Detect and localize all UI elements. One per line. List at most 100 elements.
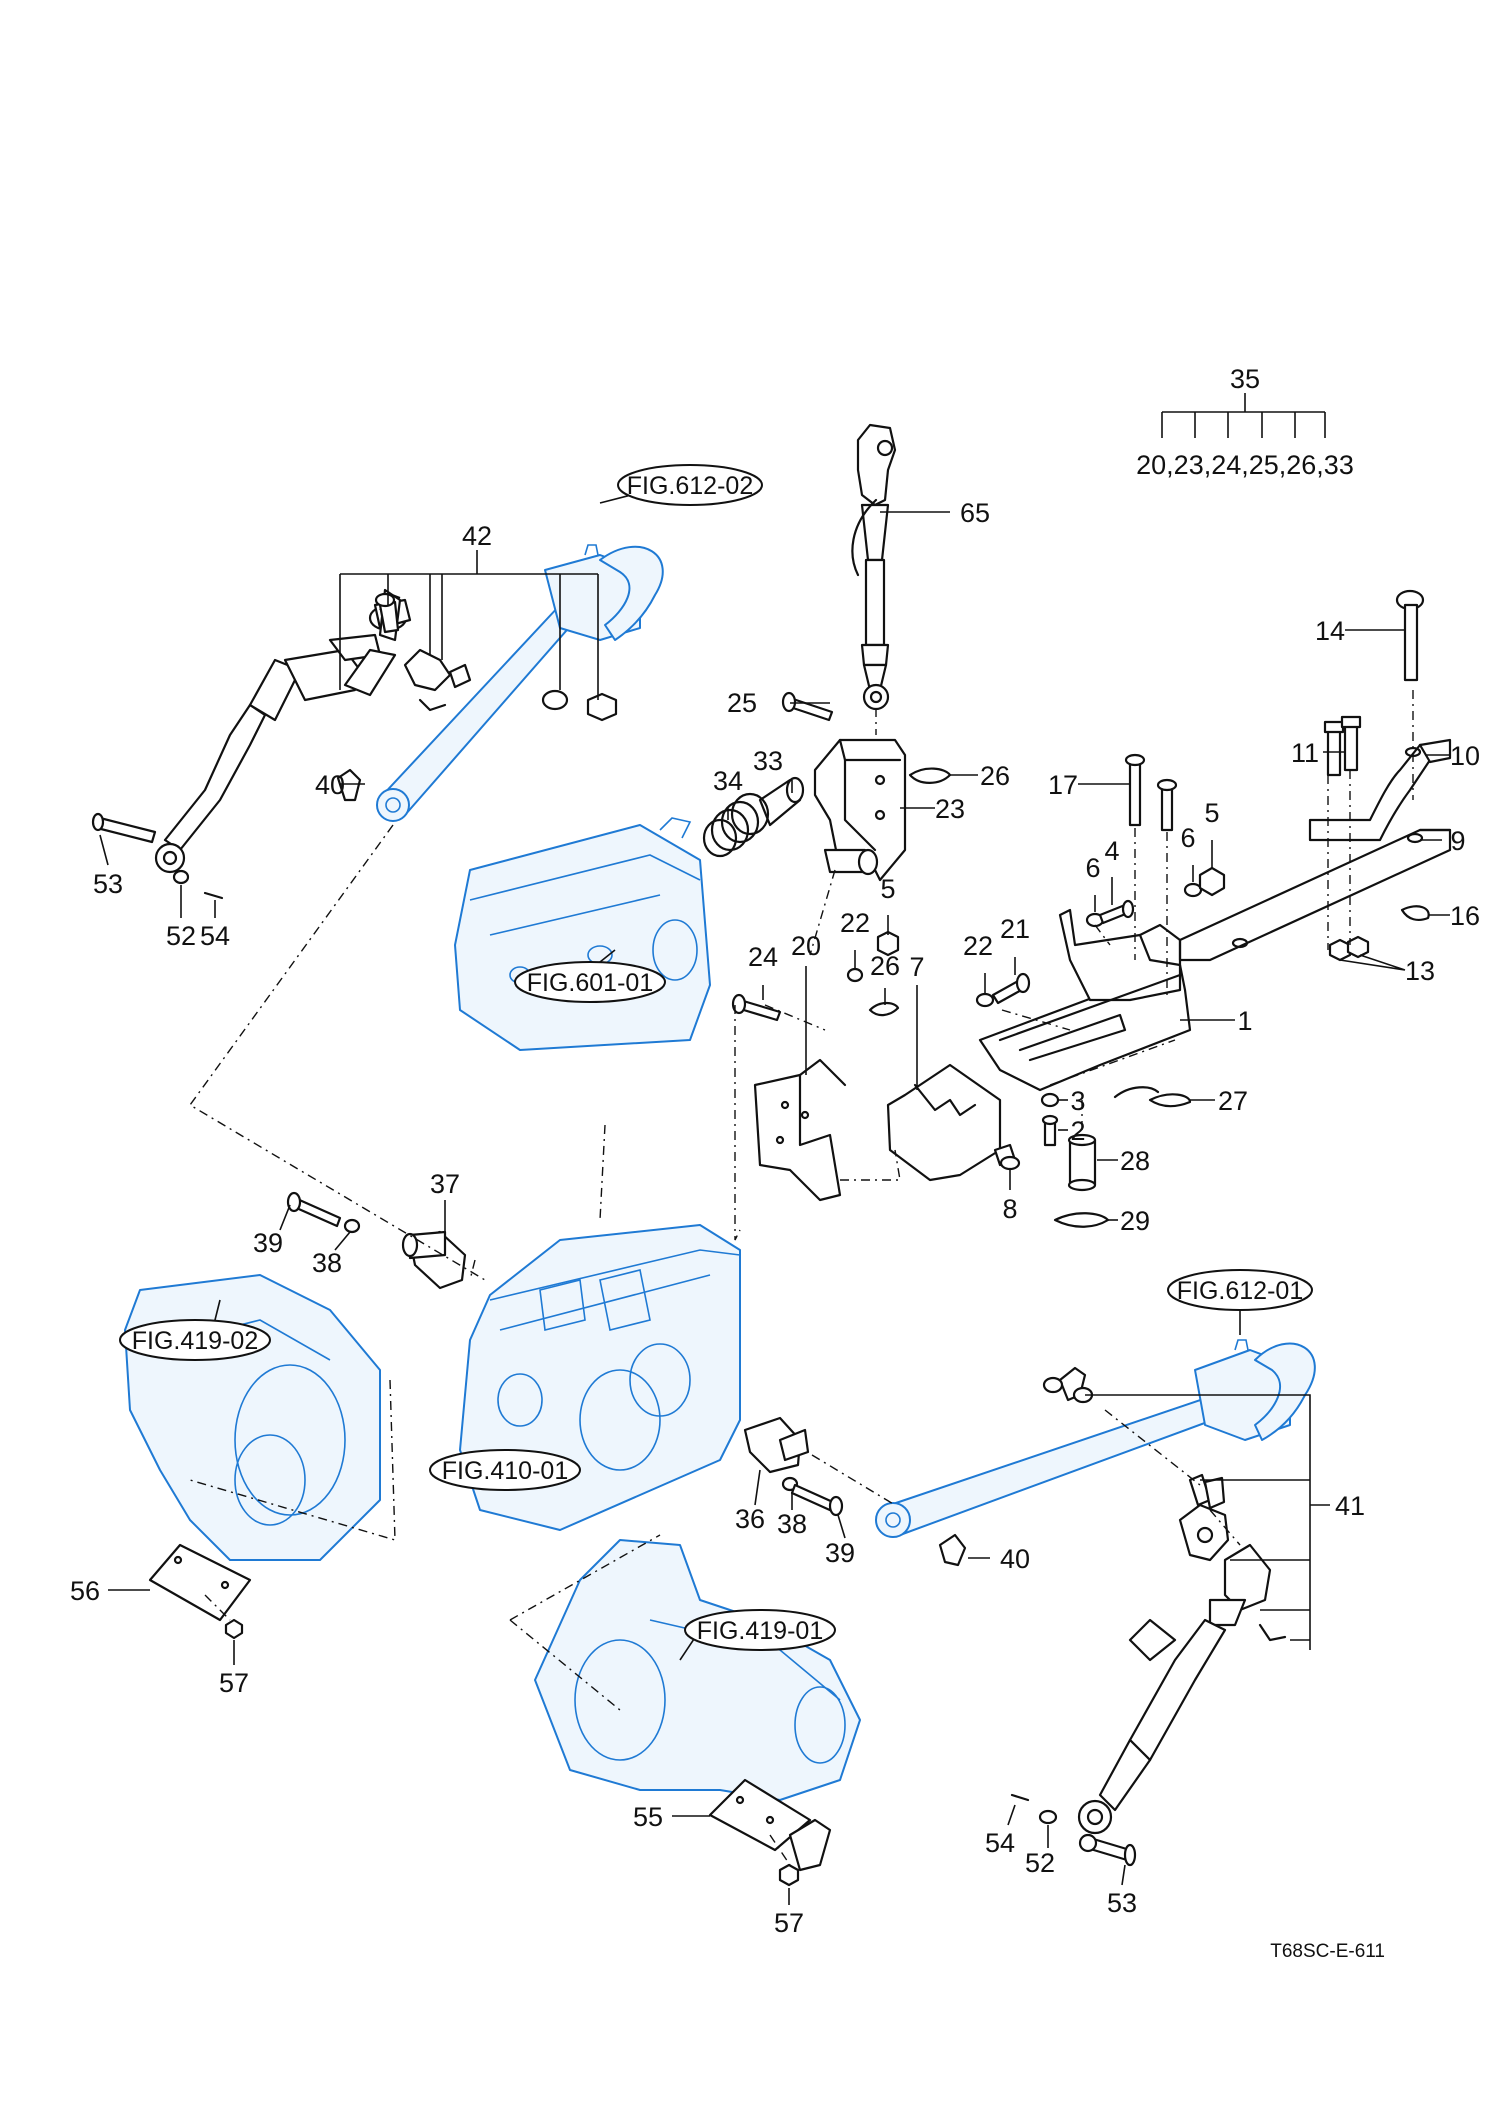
callout-11: 11	[1291, 738, 1319, 768]
top-link-65	[851, 423, 897, 711]
lift-arm-upper-ref	[376, 544, 664, 822]
callout-26-lower: 26	[870, 951, 900, 981]
callout-7: 7	[909, 952, 924, 982]
callout-52-upper: 52	[166, 921, 196, 951]
callout-2: 2	[1070, 1116, 1085, 1146]
pin-54-lower	[1010, 1793, 1030, 1802]
callout-41: 41	[1335, 1491, 1365, 1521]
callout-27: 27	[1218, 1086, 1248, 1116]
callout-26-upper: 26	[980, 761, 1010, 791]
nut-5-a	[1198, 866, 1226, 897]
drawbar-9	[1178, 828, 1452, 962]
sleeve-33	[758, 776, 805, 827]
pin-42-a	[374, 592, 400, 634]
bolt-25	[781, 691, 834, 722]
bolt-39-lower	[790, 1483, 844, 1517]
axle-housing-left-ref	[124, 1274, 381, 1561]
lift-arm-lower-ref	[875, 1339, 1316, 1538]
fig-tag-419-02-label: FIG.419-02	[132, 1327, 258, 1355]
callout-65: 65	[960, 498, 990, 528]
washer-38-upper	[343, 1218, 361, 1234]
bolt-57-left	[224, 1618, 244, 1640]
callout-38-upper: 38	[312, 1248, 342, 1278]
callout-9: 9	[1450, 826, 1465, 856]
drawing-code: T68SC-E-611	[1270, 1941, 1385, 1962]
callout-52-lower: 52	[1025, 1848, 1055, 1878]
callout-6-a: 6	[1085, 853, 1100, 883]
callout-5-a: 5	[1204, 798, 1219, 828]
clip-26-upper	[908, 767, 952, 784]
nuts-13	[1328, 935, 1370, 962]
callout-numbers: 65 42 14 11 10 25 26 33 34 23 17 6 4 6 5…	[70, 498, 1480, 1938]
fig-tag-419-01[interactable]: FIG.419-01	[684, 1609, 836, 1651]
bracket-1	[978, 908, 1192, 1092]
clip-26-lower	[868, 1001, 900, 1017]
fig-tag-419-02[interactable]: FIG.419-02	[119, 1319, 271, 1361]
kit-number: 35	[1230, 364, 1260, 394]
fig-tag-612-02-label: FIG.612-02	[627, 472, 753, 500]
callout-29: 29	[1120, 1206, 1150, 1236]
bolt-21	[991, 972, 1031, 1005]
callout-55: 55	[633, 1802, 663, 1832]
drawbar-plate-10	[1308, 738, 1452, 842]
clip-29	[1053, 1212, 1110, 1228]
bolt-2	[1041, 1114, 1059, 1147]
callout-57-right: 57	[774, 1908, 804, 1938]
bolts-11	[1323, 715, 1362, 777]
rear-housing-ref	[454, 817, 711, 1051]
nut-42-d	[586, 692, 618, 722]
callout-4: 4	[1104, 836, 1119, 866]
callout-6-b: 6	[1180, 823, 1195, 853]
callout-53-lower: 53	[1107, 1888, 1137, 1918]
washer-6-b	[1183, 882, 1203, 898]
fig-tag-612-02[interactable]: FIG.612-02	[617, 464, 763, 506]
spring-34	[702, 792, 770, 858]
callout-54-lower: 54	[985, 1828, 1015, 1858]
callout-14: 14	[1315, 616, 1345, 646]
pin-28	[1067, 1133, 1097, 1192]
callout-56: 56	[70, 1576, 100, 1606]
callout-8: 8	[1002, 1194, 1017, 1224]
fig-tag-612-01-label: FIG.612-01	[1177, 1277, 1303, 1305]
callout-17: 17	[1048, 770, 1078, 800]
pin-54-upper	[203, 891, 224, 900]
washer-52-upper	[172, 869, 190, 885]
callout-20: 20	[791, 931, 821, 961]
fig-tag-601-01[interactable]: FIG.601-01	[514, 961, 666, 1003]
callout-5-b: 5	[880, 874, 895, 904]
callout-21: 21	[1000, 914, 1030, 944]
callout-37: 37	[430, 1169, 460, 1199]
callout-39-upper: 39	[253, 1228, 283, 1258]
fig-tag-410-01[interactable]: FIG.410-01	[429, 1449, 581, 1491]
joint-42-b	[403, 648, 472, 712]
washer-22-a	[846, 967, 864, 983]
callout-1: 1	[1237, 1006, 1252, 1036]
fig-tag-601-01-label: FIG.601-01	[527, 969, 653, 997]
callout-39-lower: 39	[825, 1538, 855, 1568]
callout-33: 33	[753, 746, 783, 776]
bolt-39-upper	[286, 1191, 342, 1228]
pin-40-upper	[336, 768, 362, 802]
plate-20	[753, 1058, 847, 1202]
washer-3	[1040, 1092, 1060, 1108]
callout-23: 23	[935, 794, 965, 824]
callout-40-upper: 40	[315, 770, 345, 800]
bracket-37	[401, 1230, 467, 1290]
kit-members: 20,23,24,25,26,33	[1136, 450, 1354, 480]
bolt-24	[731, 993, 782, 1022]
assembly-lines	[188, 690, 1414, 1866]
plate-55	[708, 1778, 832, 1872]
callout-25: 25	[727, 688, 757, 718]
callout-28: 28	[1120, 1146, 1150, 1176]
bolt-57-right	[778, 1863, 800, 1887]
callout-22-a: 22	[840, 908, 870, 938]
pin-40-lower	[938, 1533, 967, 1567]
leader-lines	[99, 393, 1450, 1905]
callout-53-upper: 53	[93, 869, 123, 899]
callout-36: 36	[735, 1504, 765, 1534]
fig-tag-612-01[interactable]: FIG.612-01	[1167, 1269, 1313, 1311]
pins-17	[1124, 753, 1178, 832]
callout-16: 16	[1450, 901, 1480, 931]
cover-7	[886, 1063, 1002, 1182]
